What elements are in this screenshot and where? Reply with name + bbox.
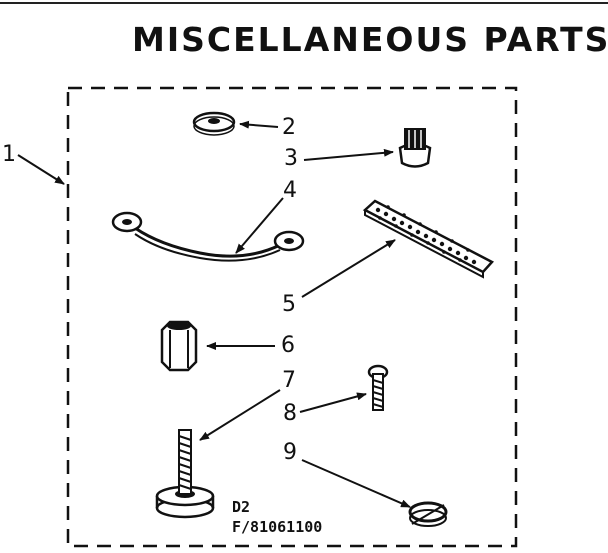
leader-8 — [299, 392, 367, 413]
cap-icon — [398, 128, 432, 168]
callout-4: 4 — [283, 178, 297, 203]
leader-1 — [17, 154, 65, 185]
hex-spacer-icon — [160, 320, 198, 372]
ground-strap-icon — [111, 211, 305, 262]
washer-icon — [192, 111, 236, 136]
leader-7 — [199, 389, 281, 441]
callout-8: 8 — [283, 401, 297, 426]
page-title: MISCELLANEOUS PARTS — [132, 20, 608, 59]
leveling-leg-icon — [155, 429, 215, 519]
callout-7: 7 — [282, 368, 296, 393]
leader-3 — [303, 148, 394, 161]
callout-5: 5 — [282, 292, 296, 317]
leader-9 — [301, 459, 411, 508]
leader-2 — [239, 120, 279, 129]
callout-1: 1 — [2, 142, 16, 167]
callout-3: 3 — [284, 146, 298, 171]
callout-6: 6 — [281, 333, 295, 358]
leader-5 — [301, 239, 396, 298]
screw-icon — [367, 364, 389, 411]
perforated-strap-icon — [362, 199, 495, 279]
clip-icon — [408, 501, 448, 527]
callout-9: 9 — [283, 440, 297, 465]
top-rule — [0, 2, 608, 4]
drawing-code-line-2: F/81061100 — [232, 518, 323, 536]
kit-boundary — [66, 86, 518, 548]
callout-2: 2 — [282, 115, 296, 140]
leader-4 — [235, 197, 284, 254]
drawing-code-line-1: D2 — [232, 498, 251, 516]
